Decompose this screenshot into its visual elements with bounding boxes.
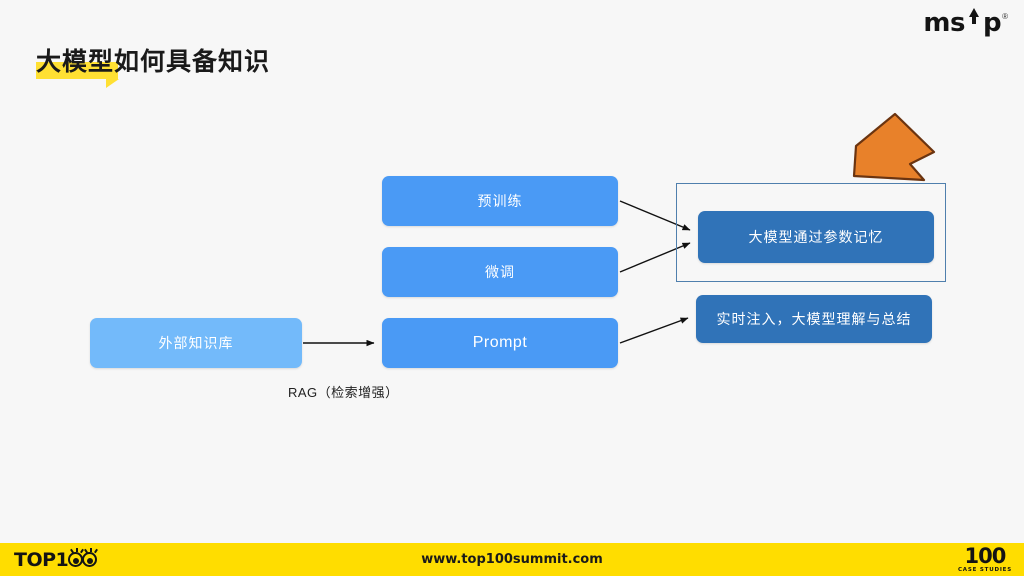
node-knowledge-base[interactable]: 外部知识库 (90, 318, 302, 368)
top100-logo: TOP1 (14, 548, 99, 571)
orange-arrow-down-left-icon (852, 112, 936, 182)
top100-eyes-icon (68, 548, 99, 567)
node-prompt[interactable]: Prompt (382, 318, 618, 368)
node-finetune-label: 微调 (485, 264, 515, 280)
diagram: 预训练 微调 Prompt 外部知识库 大模型通过参数记忆 实时注入，大模型理解… (90, 112, 946, 400)
up-arrow-icon (968, 8, 979, 24)
case-studies-logo: 100 CASE STUDIES (957, 543, 1012, 574)
brand-word-part2: p (982, 8, 1002, 38)
registered-mark: ® (1002, 12, 1008, 21)
top100-logo-text: TOP1 (14, 548, 69, 571)
node-finetune[interactable]: 微调 (382, 247, 618, 297)
case-studies-caption: CASE STUDIES (957, 566, 1012, 573)
footer-bar: TOP1 www.top100summit.com 100 CASE STUDI… (0, 543, 1024, 576)
node-pretrain[interactable]: 预训练 (382, 176, 618, 226)
title-highlight (36, 62, 119, 88)
brand-u-arrow: u (965, 8, 983, 36)
brand-word-part1: ms (923, 8, 965, 38)
page-title: 大模型如何具备知识 (36, 42, 271, 88)
title-text: 大模型如何具备知识 (36, 48, 271, 76)
node-realtime-inject-label: 实时注入，大模型理解与总结 (716, 311, 912, 327)
footer-url[interactable]: www.top100summit.com (421, 552, 603, 567)
node-knowledge-base-label: 外部知识库 (158, 335, 234, 351)
node-param-memory-label: 大模型通过参数记忆 (748, 229, 884, 245)
focus-frame (676, 183, 946, 282)
msup-logo: ms u p ® (923, 8, 1008, 38)
edge-label-rag: RAG（检索增强） (288, 385, 399, 400)
connector-lines (303, 200, 691, 347)
case-studies-number: 100 (964, 543, 1007, 568)
node-pretrain-label: 预训练 (477, 193, 523, 209)
node-realtime-inject[interactable]: 实时注入，大模型理解与总结 (696, 295, 932, 343)
node-prompt-label: Prompt (472, 334, 528, 351)
node-param-memory[interactable]: 大模型通过参数记忆 (698, 211, 934, 263)
